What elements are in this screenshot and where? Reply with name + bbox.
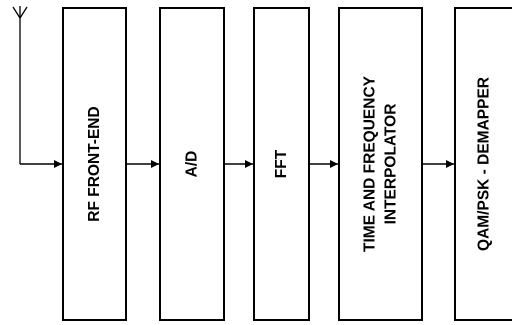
block-demap (454, 7, 512, 321)
block-demap-label: QAM/PSK - DEMAPPER (476, 77, 493, 251)
block-ad (159, 7, 225, 321)
block-rf-label: RF FRONT-END (86, 106, 103, 221)
block-fft-label: FFT (273, 149, 290, 178)
antenna-icon (12, 6, 28, 164)
block-fft (253, 7, 310, 321)
block-interp (338, 7, 423, 321)
block-rf (62, 7, 127, 321)
block-interp-label-2: INTERPOLATOR (383, 104, 400, 225)
block-interp-label-1: TIME AND FREQUENCY (362, 75, 379, 252)
block-ad-label: A/D (184, 151, 201, 178)
